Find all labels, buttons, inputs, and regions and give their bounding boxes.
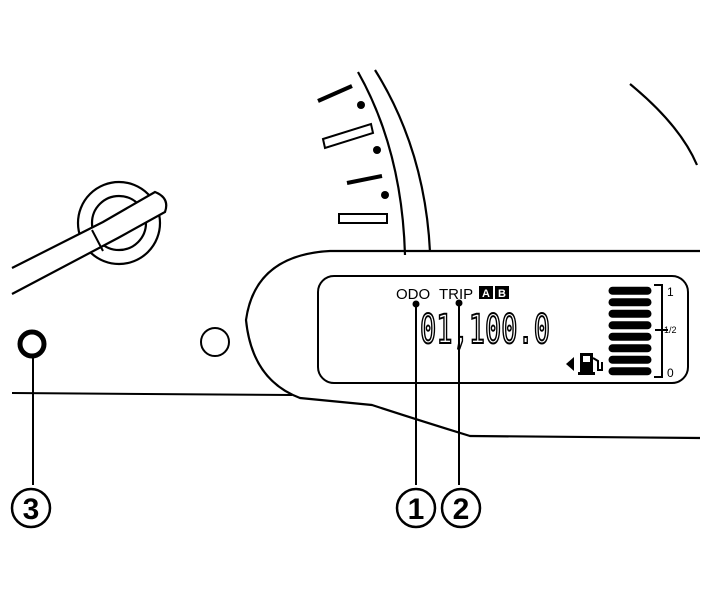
fuel-segment — [608, 309, 652, 318]
tick-mark-outline — [338, 213, 388, 224]
odo-label: ODO — [396, 286, 430, 303]
trip-label: TRIP — [439, 286, 473, 303]
tick-dot — [373, 146, 381, 154]
speedometer-arcs — [357, 69, 699, 256]
callout-one: 1 — [395, 487, 437, 529]
tick-mark-major — [346, 174, 383, 185]
trip-a-letter: A — [482, 288, 490, 300]
panel-knob — [200, 327, 230, 357]
display-housing — [244, 249, 701, 440]
tick-mark-outline — [321, 122, 375, 150]
tick-dot — [381, 191, 389, 199]
tick-mark-major — [317, 84, 353, 103]
fuel-segment — [608, 367, 652, 376]
panel-edge-line — [11, 392, 293, 396]
callout-three-number: 3 — [23, 493, 40, 526]
trip-a-badge: A — [479, 286, 493, 300]
fuel-segment — [608, 344, 652, 353]
fuel-full-label: 1 — [667, 285, 674, 299]
trip-b-letter: B — [498, 288, 506, 300]
speedometer-tick-marks — [317, 84, 389, 224]
callout-two: 2 — [440, 487, 482, 529]
fuel-gauge-bars — [608, 286, 652, 376]
fuel-segment — [608, 321, 652, 330]
left-arrow-icon — [566, 357, 574, 371]
callout-one-number: 1 — [408, 493, 425, 526]
fuel-segment — [608, 298, 652, 307]
trip-reset-knob — [17, 329, 47, 359]
lcd-panel — [317, 275, 689, 384]
fuel-segment — [608, 332, 652, 341]
fuel-segment — [608, 286, 652, 295]
fuel-gauge-scale — [654, 284, 668, 378]
fuel-pump-icon — [578, 353, 603, 375]
trip-b-badge: B — [495, 286, 509, 300]
fuel-empty-label: 0 — [667, 366, 674, 380]
odometer-value: 01,100.0 — [420, 307, 550, 353]
callout-leaders — [32, 299, 463, 485]
fuel-half-label: 1/2 — [664, 325, 677, 335]
callout-two-number: 2 — [453, 493, 470, 526]
callout-three: 3 — [10, 487, 52, 529]
fuel-segment — [608, 355, 652, 364]
tick-dot — [357, 101, 365, 109]
wiper-stalk — [11, 190, 168, 295]
